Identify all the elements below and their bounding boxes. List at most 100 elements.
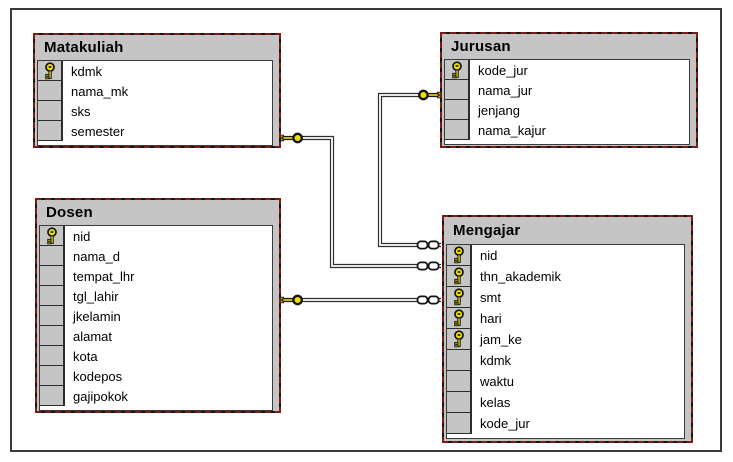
field-row[interactable]: kota	[40, 346, 272, 366]
row-selector[interactable]	[38, 101, 63, 121]
field-name: kode_jur	[478, 62, 528, 78]
primary-key-icon	[451, 60, 462, 79]
row-selector[interactable]	[447, 266, 472, 287]
field-list: kdmk nama_mk sks semester	[37, 60, 273, 146]
field-list: nid nama_d tempat_lhr tgl_lahir	[39, 225, 273, 411]
row-selector[interactable]	[40, 386, 65, 406]
row-selector[interactable]	[38, 81, 63, 101]
field-name: kdmk	[480, 353, 512, 368]
primary-key-icon	[453, 309, 464, 327]
field-name: nid	[73, 228, 91, 244]
row-selector[interactable]	[447, 350, 472, 371]
relationship-matakuliah-mengajar[interactable]	[279, 132, 441, 271]
row-selector[interactable]	[38, 61, 63, 81]
row-selector[interactable]	[447, 413, 472, 434]
field-name: hari	[480, 311, 502, 326]
primary-key-icon	[453, 288, 464, 306]
field-row[interactable]: semester	[38, 121, 272, 141]
field-name: jam_ke	[480, 332, 522, 347]
field-row[interactable]: jkelamin	[40, 306, 272, 326]
row-selector[interactable]	[40, 226, 65, 246]
row-selector[interactable]	[40, 286, 65, 306]
field-name: jenjang	[478, 102, 520, 118]
field-name: thn_akademik	[480, 269, 561, 284]
field-name: semester	[71, 123, 125, 139]
field-row[interactable]: gajipokok	[40, 386, 272, 406]
field-row[interactable]: smt	[447, 287, 684, 308]
table-title[interactable]: Dosen	[46, 204, 93, 221]
field-name: gajipokok	[73, 388, 128, 404]
row-selector[interactable]	[447, 329, 472, 350]
field-row[interactable]: hari	[447, 308, 684, 329]
relationship-jurusan-mengajar[interactable]	[377, 89, 442, 250]
field-name: nama_jur	[478, 82, 533, 98]
field-row[interactable]: nid	[40, 226, 272, 246]
table-mengajar[interactable]: Mengajar nid thn_akademik smt	[442, 215, 693, 443]
row-selector[interactable]	[445, 80, 470, 100]
row-selector[interactable]	[447, 287, 472, 308]
field-name: nid	[480, 248, 498, 263]
field-row[interactable]: nid	[447, 245, 684, 266]
row-selector[interactable]	[447, 392, 472, 413]
field-row[interactable]: waktu	[447, 371, 684, 392]
field-name: kelas	[480, 395, 511, 410]
field-row[interactable]: tempat_lhr	[40, 266, 272, 286]
field-row[interactable]: thn_akademik	[447, 266, 684, 287]
row-selector[interactable]	[40, 246, 65, 266]
row-selector[interactable]	[40, 266, 65, 286]
field-row[interactable]: kdmk	[38, 61, 272, 81]
field-name: kode_jur	[480, 416, 530, 431]
field-row[interactable]: jam_ke	[447, 329, 684, 350]
row-selector[interactable]	[40, 306, 65, 326]
field-name: smt	[480, 290, 501, 305]
row-selector[interactable]	[445, 100, 470, 120]
primary-key-icon	[453, 330, 464, 348]
table-jurusan[interactable]: Jurusan kode_jur nama_jur jenjang	[440, 32, 698, 148]
field-name: kdmk	[71, 63, 103, 79]
field-name: sks	[71, 103, 91, 119]
field-list: nid thn_akademik smt hari	[446, 244, 685, 439]
field-row[interactable]: kdmk	[447, 350, 684, 371]
field-row[interactable]: kelas	[447, 392, 684, 413]
row-selector[interactable]	[447, 245, 472, 266]
field-row[interactable]: alamat	[40, 326, 272, 346]
row-selector[interactable]	[40, 326, 65, 346]
table-title[interactable]: Jurusan	[451, 38, 511, 55]
field-name: jkelamin	[73, 308, 121, 324]
field-row[interactable]: nama_kajur	[445, 120, 689, 140]
field-row[interactable]: nama_jur	[445, 80, 689, 100]
field-row[interactable]: jenjang	[445, 100, 689, 120]
field-name: nama_d	[73, 248, 120, 264]
field-name: waktu	[480, 374, 514, 389]
field-row[interactable]: nama_mk	[38, 81, 272, 101]
field-row[interactable]: sks	[38, 101, 272, 121]
relationship-dosen-mengajar[interactable]	[279, 294, 441, 306]
primary-key-icon	[44, 61, 55, 80]
row-selector[interactable]	[445, 60, 470, 80]
table-dosen[interactable]: Dosen nid nama_d tempat_lhr	[35, 198, 281, 413]
row-selector[interactable]	[445, 120, 470, 140]
table-title[interactable]: Mengajar	[453, 222, 521, 239]
field-row[interactable]: tgl_lahir	[40, 286, 272, 306]
field-name: kodepos	[73, 368, 123, 384]
table-title[interactable]: Matakuliah	[44, 39, 124, 56]
row-selector[interactable]	[447, 371, 472, 392]
field-list: kode_jur nama_jur jenjang nama_kajur	[444, 59, 690, 145]
row-selector[interactable]	[40, 346, 65, 366]
row-selector[interactable]	[447, 308, 472, 329]
row-selector[interactable]	[40, 366, 65, 386]
primary-key-icon	[453, 267, 464, 285]
field-name: kota	[73, 348, 98, 364]
field-name: nama_kajur	[478, 122, 546, 138]
row-selector[interactable]	[38, 121, 63, 141]
table-matakuliah[interactable]: Matakuliah kdmk nama_mk sks	[33, 33, 281, 148]
field-row[interactable]: nama_d	[40, 246, 272, 266]
field-row[interactable]: kodepos	[40, 366, 272, 386]
field-name: nama_mk	[71, 83, 129, 99]
field-row[interactable]: kode_jur	[445, 60, 689, 80]
field-name: tempat_lhr	[73, 268, 135, 284]
field-row[interactable]: kode_jur	[447, 413, 684, 434]
field-name: tgl_lahir	[73, 288, 119, 304]
primary-key-icon	[46, 226, 57, 245]
